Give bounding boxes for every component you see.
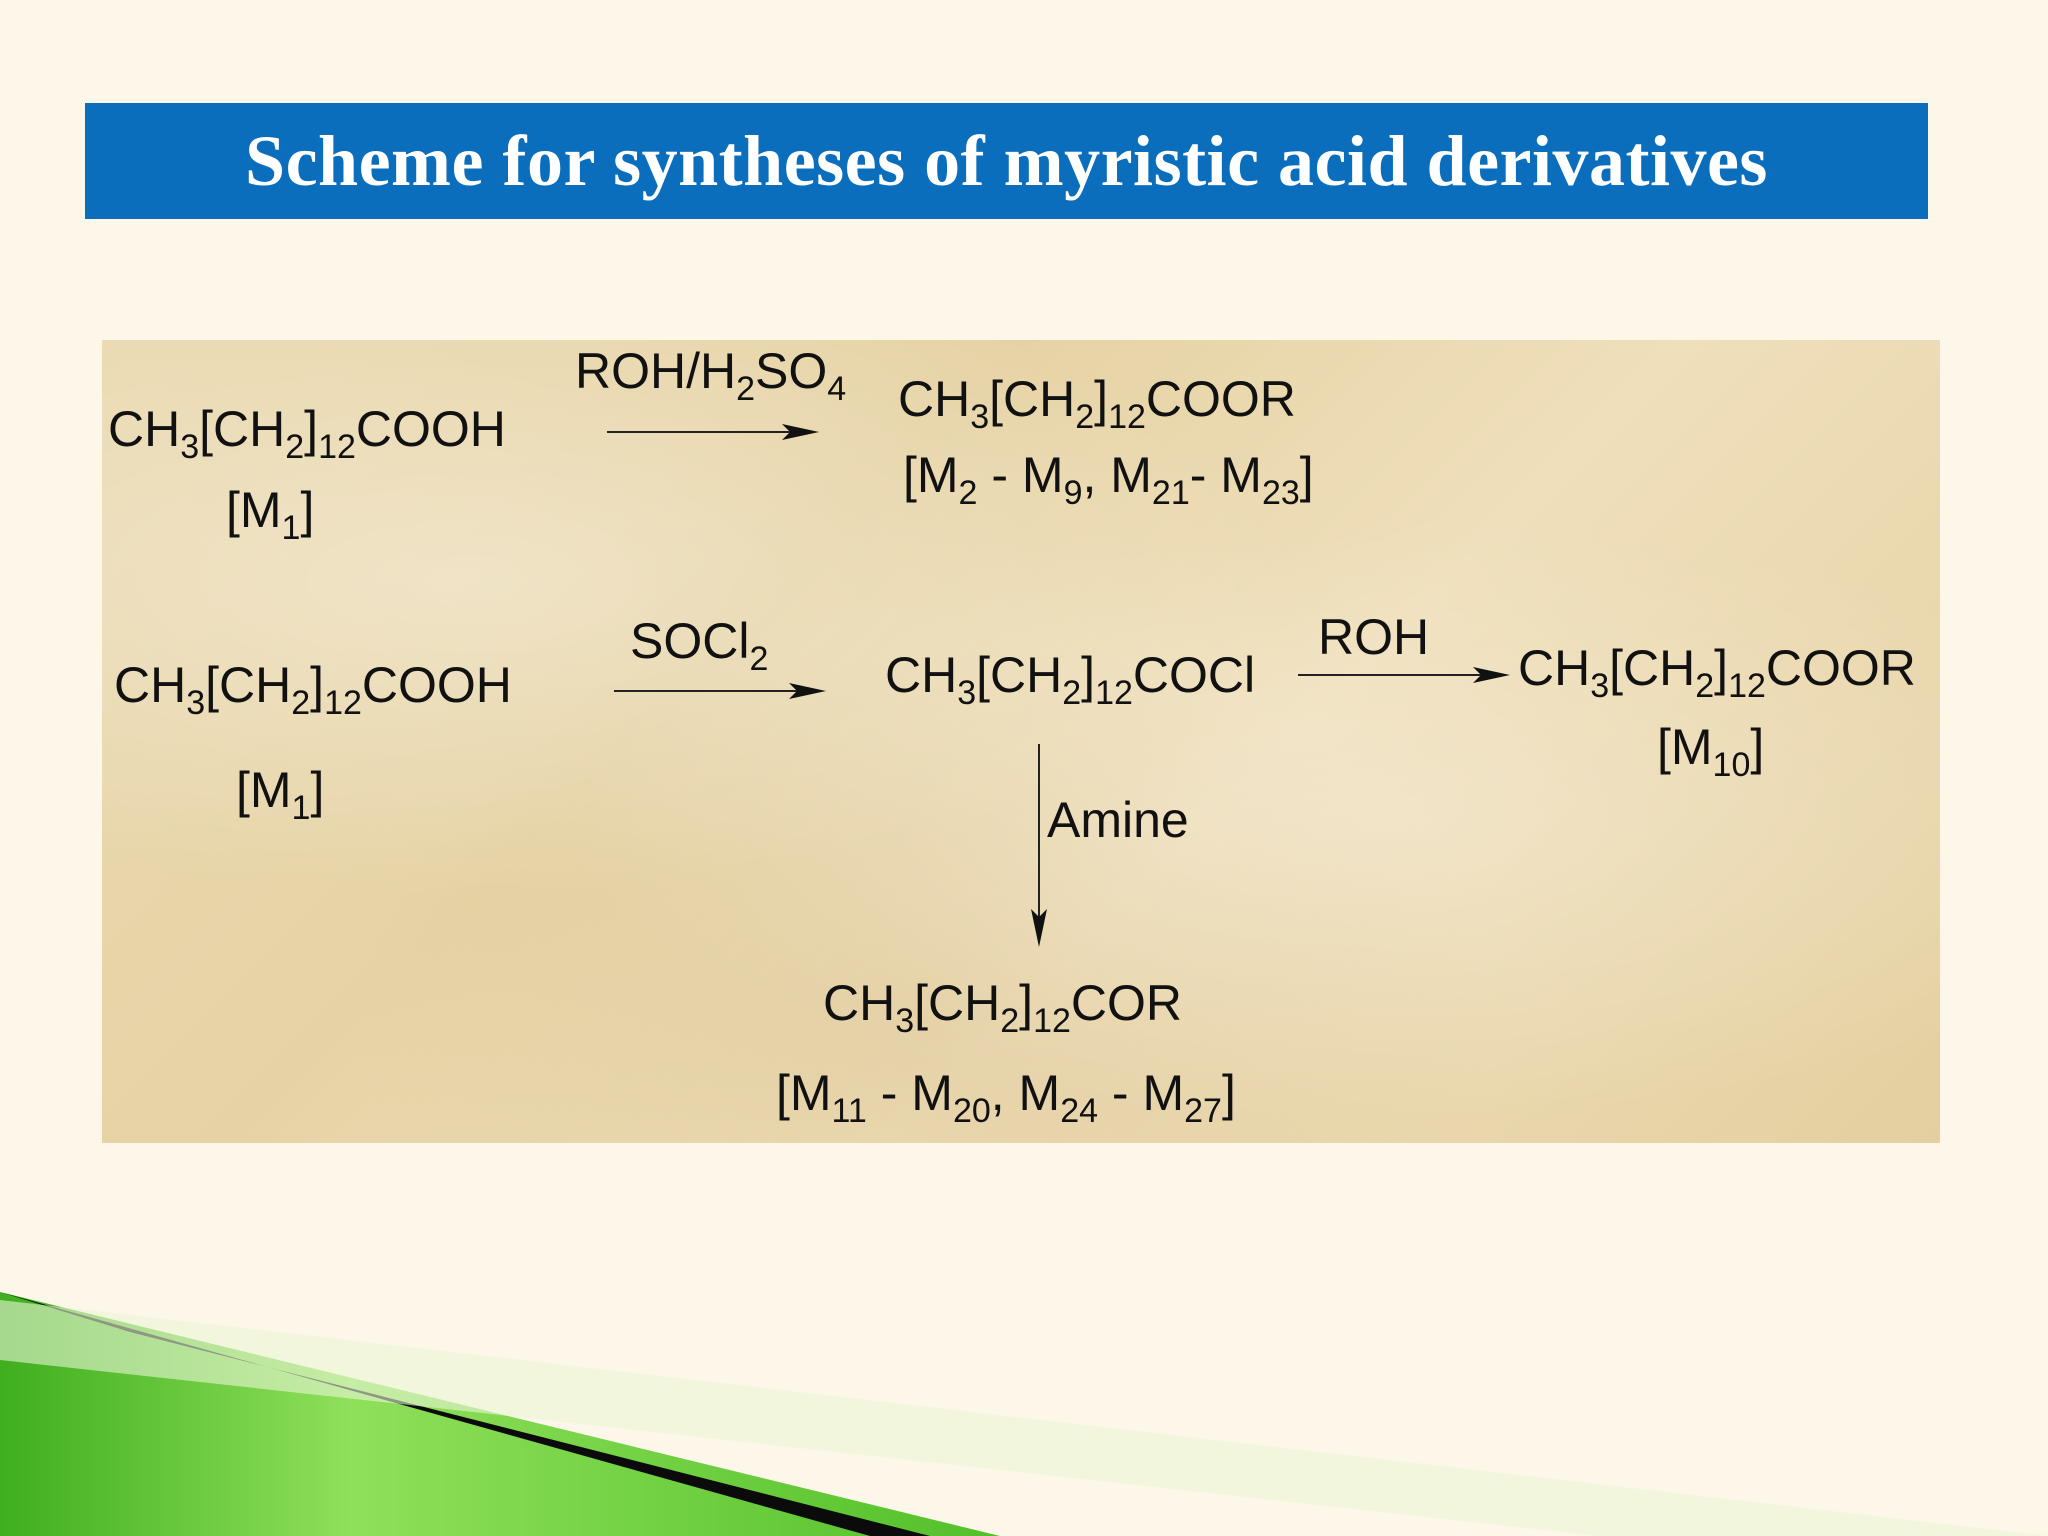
title-bar: Scheme for syntheses of myristic acid de… xyxy=(85,103,1928,219)
r1-product-label: [M2 - M9, M21- M23] xyxy=(903,447,1314,512)
r2-product2-label: [M11 - M20, M24 - M27] xyxy=(776,1065,1236,1130)
r1-arrow xyxy=(607,424,819,440)
r1-reactant-label: [M1] xyxy=(226,482,315,547)
r1-product-formula: CH3[CH2]12COOR xyxy=(898,371,1296,436)
r2-arrow xyxy=(614,683,826,699)
r2-reagent2: ROH xyxy=(1318,609,1430,665)
reaction-scheme: CH3[CH2]12COOH [M1] ROH/H2SO4 CH3[CH2]12… xyxy=(102,340,1940,1143)
r2-intermediate-formula: CH3[CH2]12COCl xyxy=(885,647,1256,712)
r2-arrow3 xyxy=(1031,744,1047,947)
r1-reactant-formula: CH3[CH2]12COOH xyxy=(108,401,506,466)
r2-reactant-label: [M1] xyxy=(236,762,325,827)
slide-title: Scheme for syntheses of myristic acid de… xyxy=(245,120,1768,201)
r2-reagent3: Amine xyxy=(1047,792,1189,848)
r2-reactant-formula: CH3[CH2]12COOH xyxy=(114,657,512,722)
r2-reagent: SOCl2 xyxy=(630,613,769,678)
r2-arrow2 xyxy=(1298,667,1510,683)
r2-product2-formula: CH3[CH2]12COR xyxy=(823,975,1183,1040)
r2-product-formula: CH3[CH2]12COOR xyxy=(1518,640,1916,705)
r2-product-label: [M10] xyxy=(1657,719,1765,784)
r1-reagent: ROH/H2SO4 xyxy=(575,343,847,408)
